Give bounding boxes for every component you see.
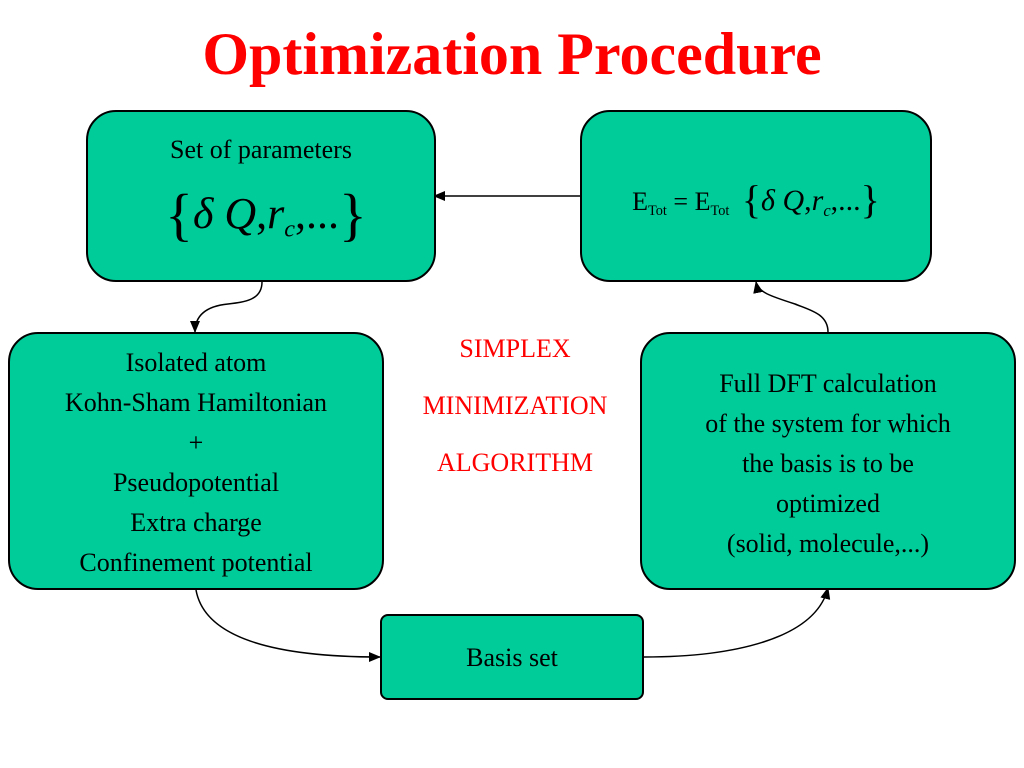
energy-equals: = <box>666 187 695 216</box>
energy-formula-open-brace: { <box>741 177 762 222</box>
basis-set-box: Basis set <box>380 614 644 700</box>
isolated-atom-line: Isolated atom <box>125 348 267 377</box>
algorithm-line: SIMPLEX <box>459 334 571 363</box>
formula-q: Q <box>224 189 257 238</box>
isolated-atom-line: Confinement potential <box>79 548 313 577</box>
algorithm-line: ALGORITHM <box>437 448 593 477</box>
energy-formula-q: Q <box>782 184 805 217</box>
dft-line: (solid, molecule,...) <box>726 529 930 558</box>
energy-formula-r-subscript: c <box>823 200 831 220</box>
isolated-atom-box: Isolated atom Kohn-Sham Hamiltonian + Ps… <box>8 332 384 590</box>
energy-e2-subscript: Tot <box>710 203 730 219</box>
simplex-algorithm-label: SIMPLEX MINIMIZATION ALGORITHM <box>390 334 640 478</box>
isolated-atom-line: + <box>188 428 204 457</box>
arrow-dft-to-energy <box>753 281 829 333</box>
algorithm-line: MINIMIZATION <box>422 391 608 420</box>
energy-e1: E <box>632 187 649 216</box>
isolated-atom-line: Extra charge <box>130 508 262 537</box>
energy-formula-close-brace: } <box>860 177 880 222</box>
formula-delta: δ <box>192 189 214 238</box>
isolated-atom-line: Pseudopotential <box>112 468 280 497</box>
dft-line: of the system for which <box>705 409 951 438</box>
dft-line: the basis is to be <box>742 449 914 478</box>
energy-e2: E <box>694 187 711 216</box>
energy-formula-delta: δ <box>761 184 775 217</box>
isolated-atom-line: Kohn-Sham Hamiltonian <box>64 388 328 417</box>
energy-e1-subscript: Tot <box>648 203 667 219</box>
set-of-parameters-label: Set of parameters <box>170 135 352 164</box>
energy-formula-r: r <box>811 184 824 217</box>
formula-r: r <box>267 189 285 238</box>
energy-formula-comma: , <box>804 184 812 217</box>
dft-line: Full DFT calculation <box>719 369 937 398</box>
set-of-parameters-box: Set of parameters {δ Q,rc,...} <box>86 110 436 282</box>
formula-close-brace: } <box>339 182 367 247</box>
energy-parameters-formula: {δ Q,rc,...} <box>742 178 880 222</box>
formula-ellipsis: ,... <box>295 189 340 238</box>
total-energy-formula: ETot = ETot {δ Q,rc,...} <box>582 178 930 233</box>
formula-r-subscript: c <box>284 215 296 243</box>
arrow-basis-set-to-dft <box>643 587 831 658</box>
formula-open-brace: { <box>165 182 193 247</box>
parameters-formula: {δ Q,rc,...} <box>88 184 434 259</box>
basis-set-label: Basis set <box>466 643 558 672</box>
total-energy-box: ETot = ETot {δ Q,rc,...} <box>580 110 932 282</box>
dft-calculation-box: Full DFT calculation of the system for w… <box>640 332 1016 590</box>
dft-line: optimized <box>776 489 880 518</box>
arrow-isolated-atom-to-basis-set <box>195 589 381 662</box>
formula-comma: , <box>256 189 268 238</box>
energy-formula-ellipsis: ,... <box>830 184 861 217</box>
arrow-parameters-to-isolated-atom <box>190 281 263 333</box>
page-title: Optimization Procedure <box>202 21 822 87</box>
